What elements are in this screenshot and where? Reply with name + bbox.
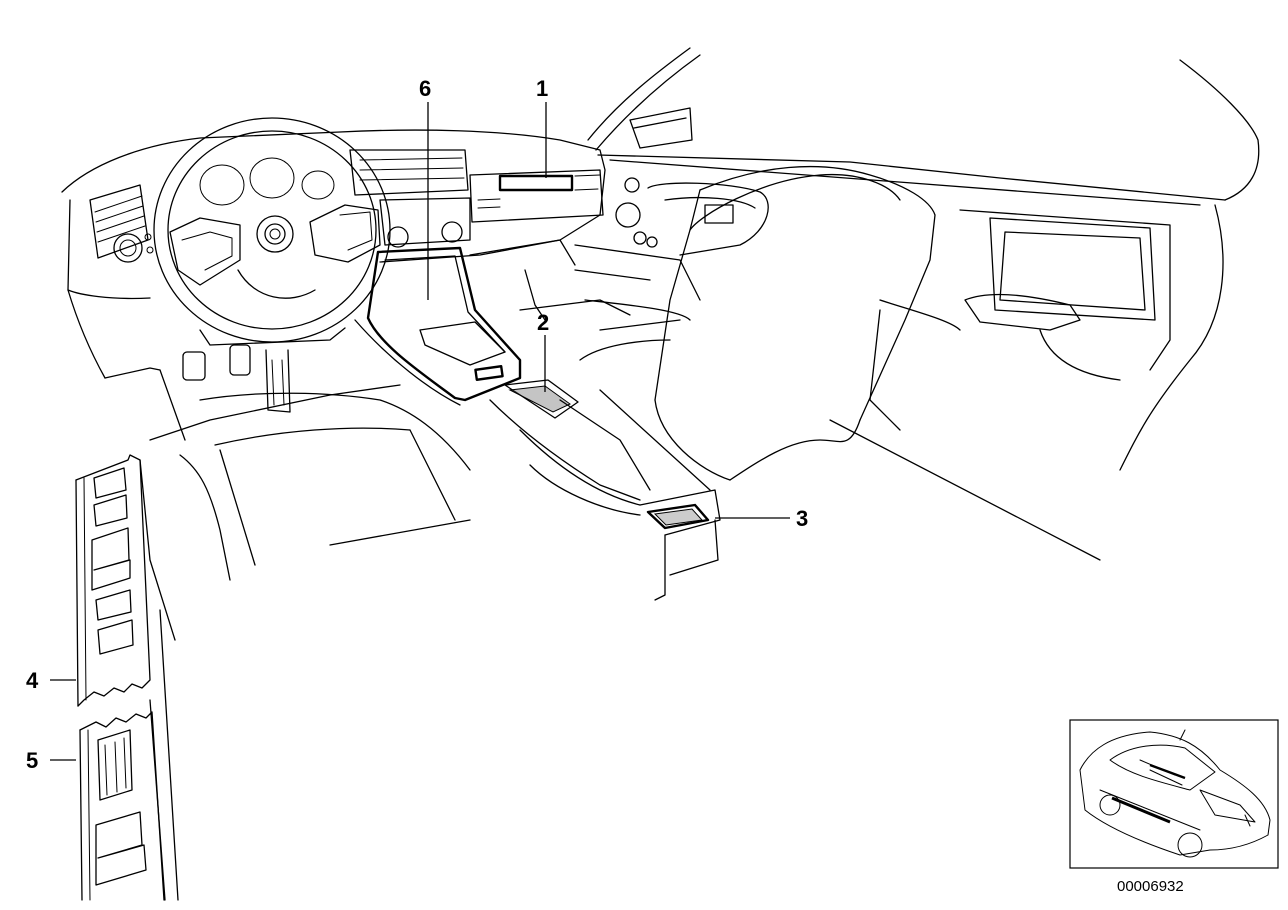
driver-seat	[139, 392, 471, 641]
steering-wheel	[153, 117, 391, 346]
callout-4: 4	[26, 668, 39, 693]
door-panel	[574, 177, 1171, 561]
sill-strip-4	[75, 454, 151, 707]
dashboard	[61, 129, 606, 379]
callout-5: 5	[26, 748, 38, 773]
callout-6: 6	[419, 76, 431, 101]
tunnel-console	[489, 379, 721, 601]
callout-2: 2	[537, 310, 549, 335]
footwell	[104, 344, 401, 441]
callout-1: 1	[536, 76, 548, 101]
sill-strip-5	[79, 609, 179, 901]
armrest-console	[646, 503, 710, 530]
body-outline	[587, 47, 1260, 471]
callout-leaders	[50, 102, 790, 761]
callout-3: 3	[796, 506, 808, 531]
car-thumbnail	[1069, 719, 1279, 869]
center-console	[354, 246, 631, 406]
thumbnail-frame	[1069, 719, 1279, 869]
passenger-seat	[579, 165, 936, 481]
reference-code: 00006932	[1117, 878, 1184, 895]
